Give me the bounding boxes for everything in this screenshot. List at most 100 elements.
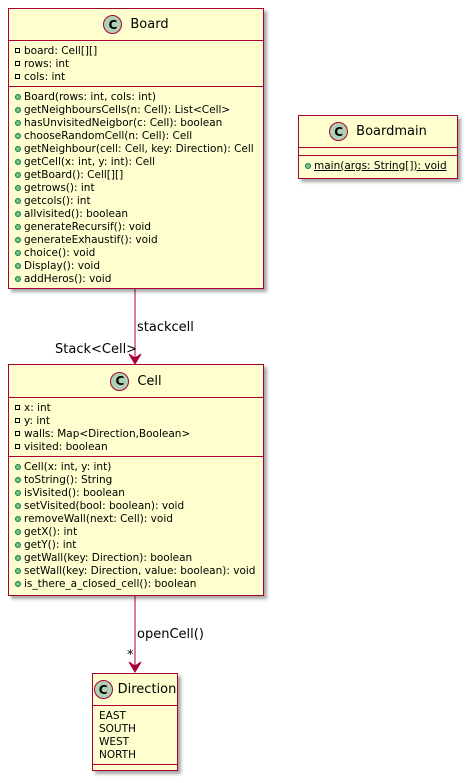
class-direction-header: C Direction: [93, 674, 177, 705]
association-label-stackcell: stackcell: [137, 320, 194, 335]
public-visibility-icon: [15, 236, 21, 243]
association-role-stack-cell: Stack<Cell>: [55, 342, 138, 357]
class-cell-header: C Cell: [9, 365, 263, 397]
association-multiplicity: *: [127, 648, 134, 663]
public-visibility-icon: [15, 489, 21, 496]
method-row: generateExhaustif(): void: [15, 233, 263, 246]
method-row: removeWall(next: Cell): void: [15, 512, 263, 525]
class-cell[interactable]: C Cell x: int y: int walls: Map<Directio…: [8, 364, 264, 596]
field-row: board: Cell[][]: [15, 44, 263, 57]
method-row: getNeighbour(cell: Cell, key: Direction)…: [15, 142, 263, 155]
public-visibility-icon: [15, 184, 21, 191]
class-board[interactable]: C Board board: Cell[][] rows: int cols: …: [8, 8, 264, 289]
method-row: Cell(x: int, y: int): [15, 460, 263, 473]
method-row: getCell(x: int, y: int): Cell: [15, 155, 263, 168]
method-row: getY(): int: [15, 538, 263, 551]
field-row: cols: int: [15, 70, 263, 83]
private-visibility-icon: [15, 74, 20, 79]
method-row: addHeros(): void: [15, 272, 263, 285]
public-visibility-icon: [15, 554, 21, 561]
method-row: getX(): int: [15, 525, 263, 538]
public-visibility-icon: [15, 262, 21, 269]
public-visibility-icon: [15, 171, 21, 178]
method-row: setVisited(bool: boolean): void: [15, 499, 263, 512]
class-boardmain-methods: main(args: String[]): void: [299, 155, 457, 175]
association-board-cell-arrowhead: [128, 353, 142, 365]
public-visibility-icon: [15, 197, 21, 204]
public-visibility-icon: [15, 515, 21, 522]
method-row: Board(rows: int, cols: int): [15, 90, 263, 103]
method-row: chooseRandomCell(n: Cell): Cell: [15, 129, 263, 142]
public-visibility-icon: [15, 580, 21, 587]
class-board-fields: board: Cell[][] rows: int cols: int: [9, 40, 263, 86]
class-cell-fields: x: int y: int walls: Map<Direction,Boole…: [9, 397, 263, 456]
class-cell-name: Cell: [137, 373, 162, 389]
public-visibility-icon: [15, 210, 21, 217]
class-boardmain-fields: [299, 147, 457, 155]
public-visibility-icon: [15, 541, 21, 548]
field-row: rows: int: [15, 57, 263, 70]
public-visibility-icon: [15, 158, 21, 165]
method-row: allvisited(): boolean: [15, 207, 263, 220]
public-visibility-icon: [15, 502, 21, 509]
class-icon: C: [93, 680, 113, 699]
public-visibility-icon: [15, 223, 21, 230]
method-row: getNeighboursCells(n: Cell): List<Cell>: [15, 103, 263, 116]
method-row: toString(): String: [15, 473, 263, 486]
method-row: getBoard(): Cell[][]: [15, 168, 263, 181]
method-row: getcols(): int: [15, 194, 263, 207]
class-icon: C: [110, 371, 130, 391]
class-board-name: Board: [130, 17, 169, 32]
private-visibility-icon: [15, 61, 20, 66]
enum-literal: EAST: [99, 709, 126, 722]
class-icon: C: [329, 122, 349, 141]
public-visibility-icon: [15, 132, 21, 139]
private-visibility-icon: [15, 431, 20, 436]
method-row: isVisited(): boolean: [15, 486, 263, 499]
method-row: setWall(key: Direction, value: boolean):…: [15, 564, 263, 577]
method-row: getrows(): int: [15, 181, 263, 194]
association-cell-direction-arrowhead: [128, 661, 142, 673]
field-row: y: int: [15, 414, 263, 427]
class-direction-methods: [93, 764, 177, 772]
private-visibility-icon: [15, 444, 20, 449]
public-visibility-icon: [15, 463, 21, 470]
private-visibility-icon: [15, 418, 20, 423]
method-row: generateRecursif(): void: [15, 220, 263, 233]
public-visibility-icon: [15, 119, 21, 126]
field-row: walls: Map<Direction,Boolean>: [15, 427, 263, 440]
method-row: hasUnvisitedNeigbor(c: Cell): boolean: [15, 116, 263, 129]
enum-literal: WEST: [99, 735, 130, 748]
enum-literal: SOUTH: [99, 722, 136, 735]
public-visibility-icon: [15, 567, 21, 574]
field-row: visited: boolean: [15, 440, 263, 453]
class-board-methods: Board(rows: int, cols: int) getNeighbour…: [9, 86, 263, 288]
class-direction-name: Direction: [117, 682, 177, 697]
public-visibility-icon: [15, 106, 21, 113]
public-visibility-icon: [305, 162, 311, 169]
class-boardmain-name: Boardmain: [356, 124, 427, 139]
class-icon: C: [103, 15, 123, 34]
class-direction[interactable]: C Direction EAST SOUTH WEST NORTH: [92, 673, 178, 771]
private-visibility-icon: [15, 48, 20, 53]
public-visibility-icon: [15, 249, 21, 256]
public-visibility-icon: [15, 145, 21, 152]
public-visibility-icon: [15, 476, 21, 483]
association-label-opencell: openCell(): [137, 627, 204, 642]
public-visibility-icon: [15, 528, 21, 535]
public-visibility-icon: [15, 93, 21, 100]
field-row: x: int: [15, 401, 263, 414]
class-cell-methods: Cell(x: int, y: int) toString(): String …: [9, 456, 263, 593]
method-row: Display(): void: [15, 259, 263, 272]
class-board-header: C Board: [9, 9, 263, 40]
method-row: main(args: String[]): void: [305, 159, 457, 172]
class-direction-literals: EAST SOUTH WEST NORTH: [93, 705, 177, 764]
method-row: choice(): void: [15, 246, 263, 259]
method-row: getWall(key: Direction): boolean: [15, 551, 263, 564]
public-visibility-icon: [15, 275, 21, 282]
enum-literal: NORTH: [99, 748, 136, 761]
class-boardmain[interactable]: C Boardmain main(args: String[]): void: [298, 115, 458, 179]
class-boardmain-header: C Boardmain: [299, 116, 457, 147]
method-row: is_there_a_closed_cell(): boolean: [15, 577, 263, 590]
